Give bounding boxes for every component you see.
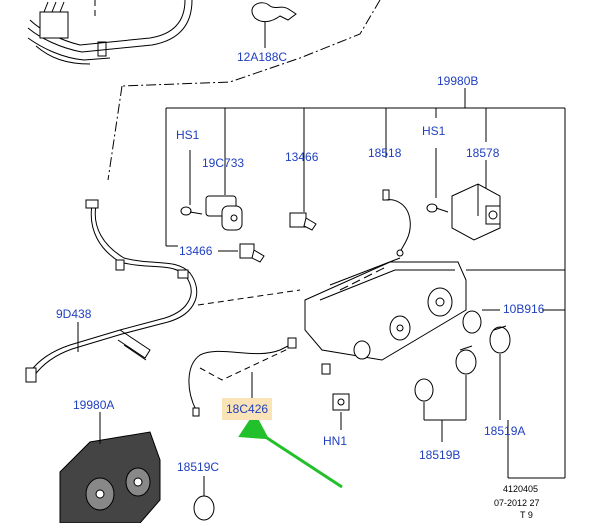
clip-13466-top [289, 212, 317, 231]
screw-hs1-left [180, 206, 203, 216]
clip-13466-left [239, 243, 265, 263]
label-18518[interactable]: 18518 [368, 146, 402, 160]
footer-sheet: T 9 [520, 510, 533, 520]
knob-18519C [193, 476, 215, 521]
label-19980A[interactable]: 19980A [73, 398, 115, 412]
label-18578[interactable]: 18578 [466, 146, 500, 160]
label-13466-left[interactable]: 13466 [179, 244, 213, 258]
nut-hn1 [332, 393, 350, 430]
knob-center [455, 345, 477, 420]
footer-code: 4120405 [503, 484, 539, 494]
actuator-19C733 [205, 195, 243, 231]
control-module [304, 257, 467, 375]
knob-18519A [489, 325, 511, 420]
sensor-cable-18C426 [188, 337, 297, 417]
label-18519C[interactable]: 18519C [177, 460, 220, 474]
label-13466-top[interactable]: 13466 [285, 150, 319, 164]
label-10B916[interactable]: 10B916 [503, 302, 545, 316]
label-18C426[interactable]: 18C426 [222, 398, 273, 420]
top-cable-bundle [27, 0, 193, 65]
highlight-arrow [238, 411, 343, 489]
sensor-18518 [382, 189, 411, 257]
label-18519A[interactable]: 18519A [484, 424, 526, 438]
label-hs1-left[interactable]: HS1 [176, 128, 200, 142]
control-module-19980A [59, 431, 161, 523]
knob-18519B [414, 378, 434, 420]
label-18519B[interactable]: 18519B [419, 448, 461, 462]
hose-9D438 [25, 199, 198, 383]
footer-date: 07-2012 27 [494, 498, 540, 508]
bracket-19980B [165, 88, 566, 311]
label-hs1-right[interactable]: HS1 [422, 124, 446, 138]
motor-18578 [451, 183, 501, 241]
group-boundary-line-top [121, 0, 381, 87]
label-12A188C[interactable]: 12A188C [237, 50, 288, 64]
label-19980B[interactable]: 19980B [437, 74, 479, 88]
label-hn1[interactable]: HN1 [323, 434, 348, 448]
label-19C733[interactable]: 19C733 [202, 156, 245, 170]
knob-10B916 [462, 309, 500, 334]
label-9D438[interactable]: 9D438 [56, 307, 92, 321]
screw-hs1-right [426, 203, 449, 213]
clip-12A188C [251, 2, 297, 48]
